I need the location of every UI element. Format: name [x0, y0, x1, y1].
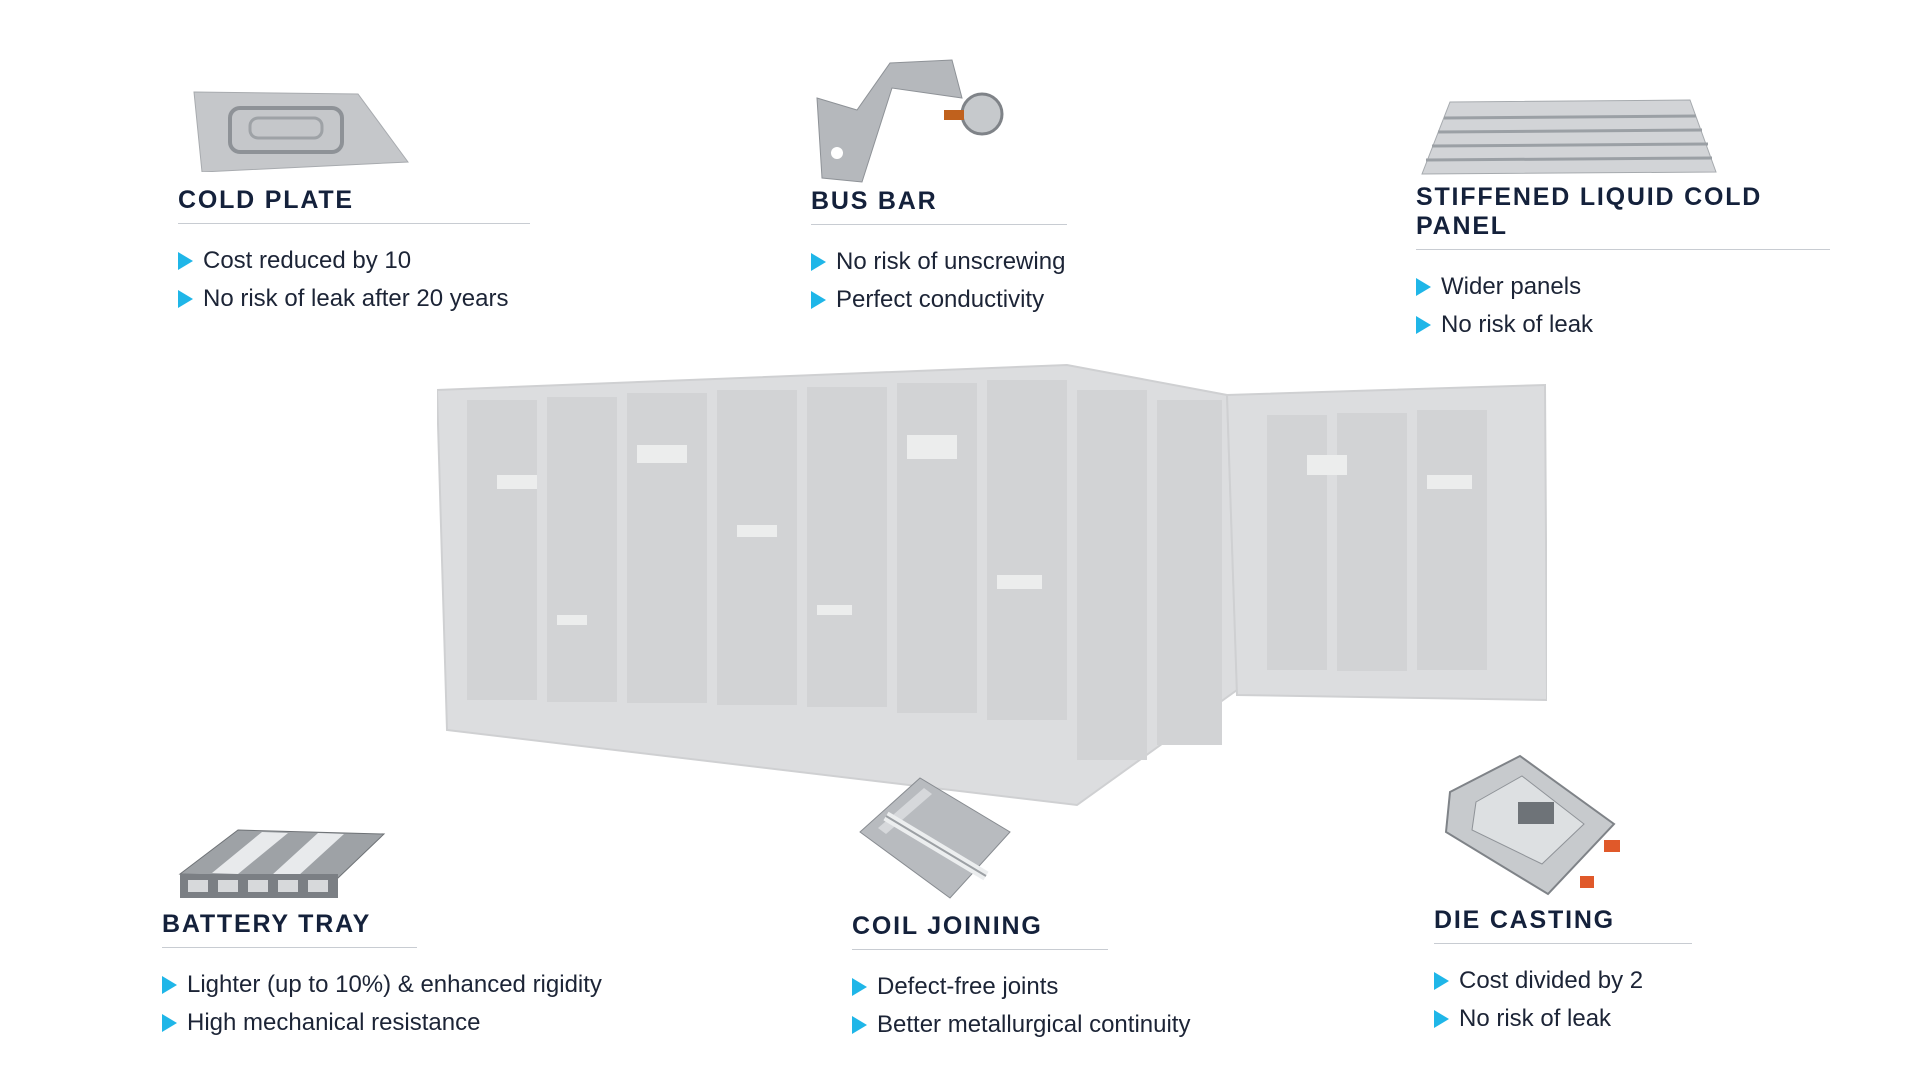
coil-joining-list: Defect-free joints Better metallurgical … — [852, 968, 1190, 1044]
triangle-right-icon — [162, 1014, 177, 1032]
stiffened-panel-list: Wider panels No risk of leak — [1416, 268, 1830, 344]
cold-plate-block: COLD PLATE Cost reduced by 10 No risk of… — [178, 186, 530, 318]
triangle-right-icon — [852, 978, 867, 996]
bus-bar-block: BUS BAR No risk of unscrewing Perfect co… — [811, 187, 1067, 319]
list-item: Cost divided by 2 — [1434, 962, 1692, 1000]
battery-tray-list: Lighter (up to 10%) & enhanced rigidity … — [162, 966, 602, 1042]
triangle-right-icon — [1416, 316, 1431, 334]
cold-plate-list: Cost reduced by 10 No risk of leak after… — [178, 242, 530, 318]
battery-tray-block: BATTERY TRAY Lighter (up to 10%) & enhan… — [162, 910, 602, 1042]
cold-plate-photo — [193, 91, 409, 172]
coil-joining-photo — [859, 777, 1011, 899]
list-item: No risk of leak after 20 years — [178, 280, 530, 318]
list-item: No risk of unscrewing — [811, 243, 1067, 281]
triangle-right-icon — [811, 253, 826, 271]
triangle-right-icon — [178, 290, 193, 308]
list-item: No risk of leak — [1416, 306, 1830, 344]
list-item: High mechanical resistance — [162, 1004, 602, 1042]
list-item: Defect-free joints — [852, 968, 1190, 1006]
stiffened-panel-photo — [1421, 99, 1717, 175]
list-item: Perfect conductivity — [811, 281, 1067, 319]
list-item: No risk of leak — [1434, 1000, 1692, 1038]
stiffened-panel-title: STIFFENED LIQUID COLD PANEL — [1416, 183, 1830, 250]
die-casting-block: DIE CASTING Cost divided by 2 No risk of… — [1434, 906, 1692, 1038]
triangle-right-icon — [1416, 278, 1431, 296]
triangle-right-icon — [178, 252, 193, 270]
coil-joining-block: COIL JOINING Defect-free joints Better m… — [852, 912, 1190, 1044]
bus-bar-title: BUS BAR — [811, 187, 1067, 225]
list-item: Cost reduced by 10 — [178, 242, 530, 280]
triangle-right-icon — [811, 291, 826, 309]
bus-bar-list: No risk of unscrewing Perfect conductivi… — [811, 243, 1067, 319]
stiffened-panel-block: STIFFENED LIQUID COLD PANEL Wider panels… — [1416, 183, 1830, 344]
server-racks-illustration — [437, 363, 1547, 807]
battery-tray-title: BATTERY TRAY — [162, 910, 417, 948]
cold-plate-title: COLD PLATE — [178, 186, 530, 224]
die-casting-title: DIE CASTING — [1434, 906, 1692, 944]
list-item: Better metallurgical continuity — [852, 1006, 1190, 1044]
coil-joining-title: COIL JOINING — [852, 912, 1108, 950]
list-item: Lighter (up to 10%) & enhanced rigidity — [162, 966, 602, 1004]
battery-tray-photo — [178, 829, 386, 898]
die-casting-list: Cost divided by 2 No risk of leak — [1434, 962, 1692, 1038]
die-casting-photo — [1444, 754, 1620, 896]
triangle-right-icon — [1434, 1010, 1449, 1028]
list-item: Wider panels — [1416, 268, 1830, 306]
triangle-right-icon — [162, 976, 177, 994]
triangle-right-icon — [1434, 972, 1449, 990]
triangle-right-icon — [852, 1016, 867, 1034]
bus-bar-photo — [816, 59, 1004, 183]
